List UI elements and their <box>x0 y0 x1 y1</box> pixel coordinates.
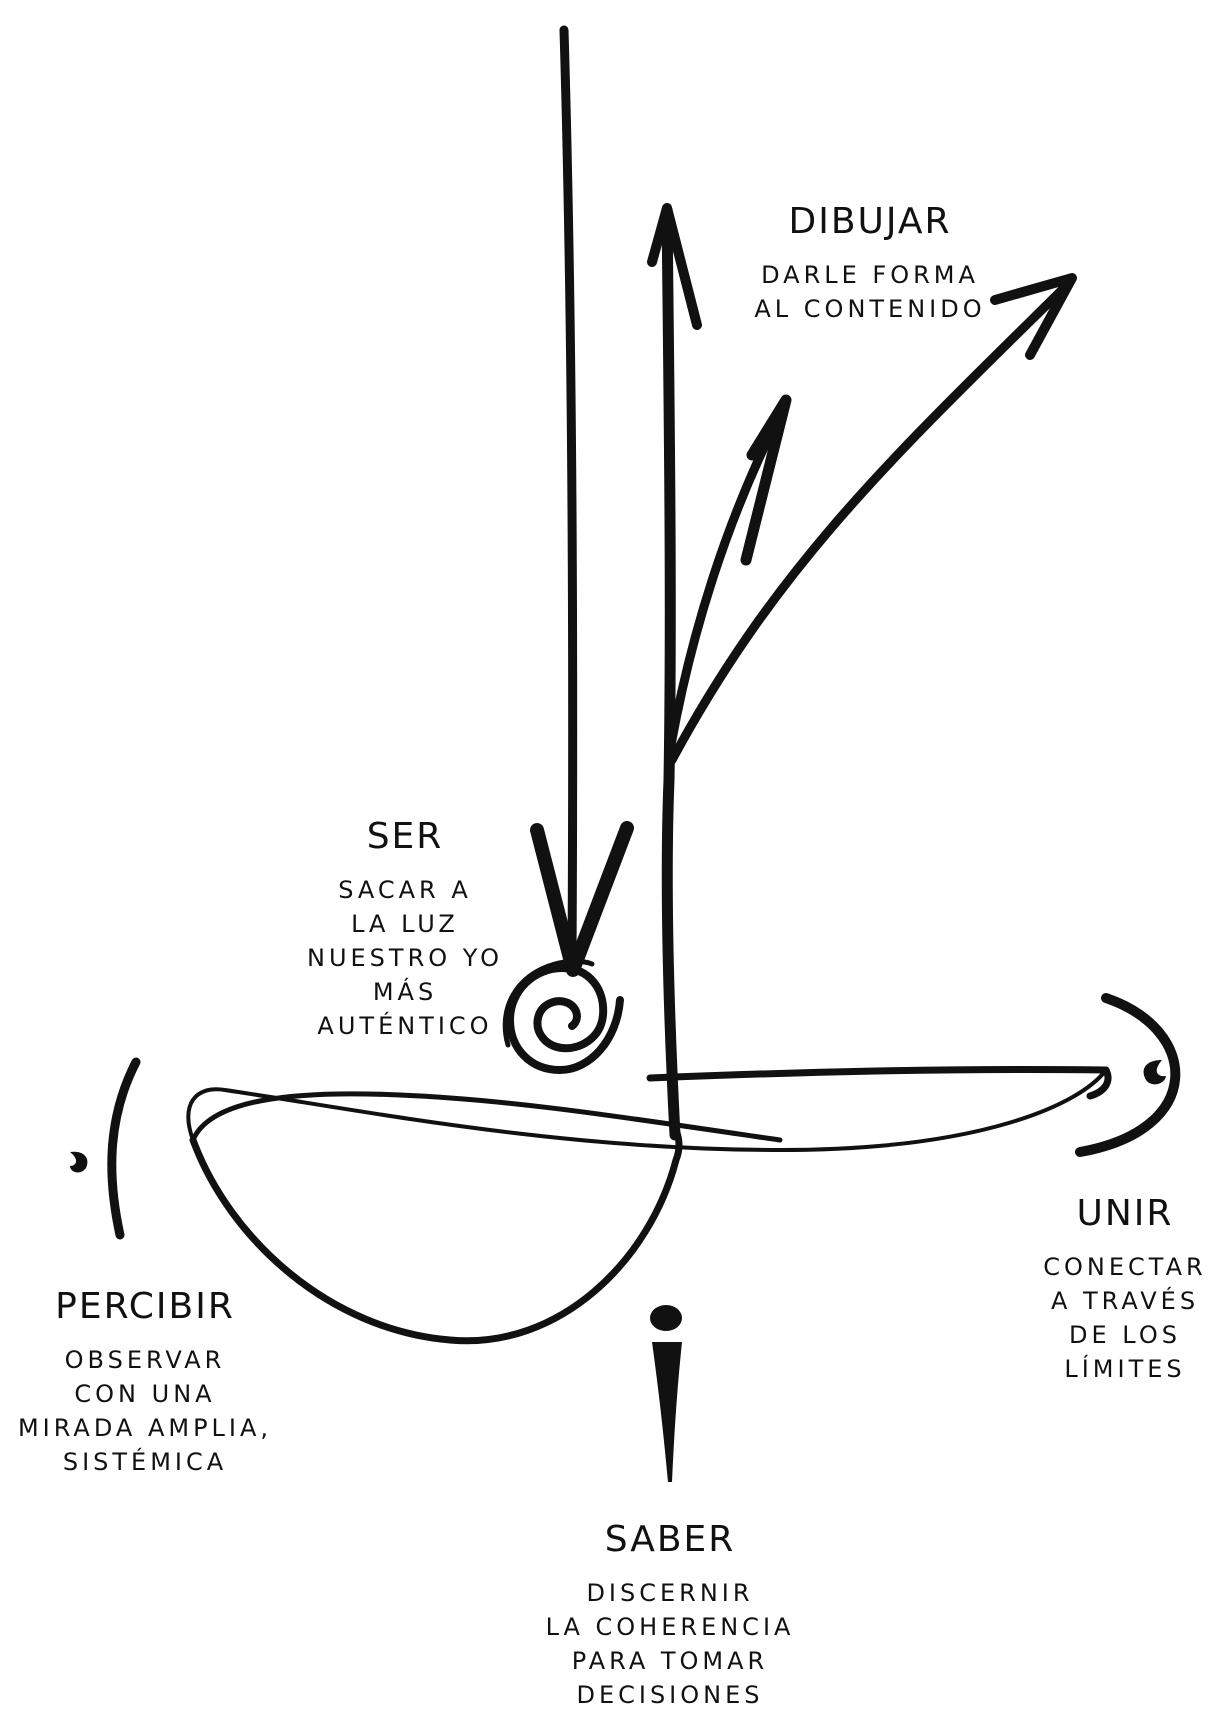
unir-desc: CONECTAR A TRAVÉS DE LOS LÍMITES <box>1043 1253 1207 1383</box>
percibir-dot-icon <box>70 1151 88 1173</box>
dibujar-title: DIBUJAR <box>788 201 952 242</box>
diagonal-branch-shaft <box>667 277 1075 765</box>
percibir-bracket <box>107 1057 141 1240</box>
dibujar-block: DIBUJAR DARLE FORMA AL CONTENIDO <box>720 200 1020 326</box>
ser-desc: SACAR A LA LUZ NUESTRO YO MÁS AUTÉNTICO <box>306 876 503 1040</box>
middle-arrow-head <box>740 394 792 566</box>
unir-title: UNIR <box>1076 1193 1174 1234</box>
unir-block: UNIR CONECTAR A TRAVÉS DE LOS LÍMITES <box>1035 1192 1215 1386</box>
saber-dot-icon <box>650 1305 682 1331</box>
unir-horizontal-line <box>646 1065 1112 1100</box>
percibir-desc: OBSERVAR CON UNA MIRADA AMPLIA, SISTÉMIC… <box>17 1346 273 1476</box>
middle-branch-shaft <box>666 400 790 750</box>
diagonal-arrow-head <box>990 273 1077 360</box>
percibir-block: PERCIBIR OBSERVAR CON UNA MIRADA AMPLIA,… <box>10 1285 280 1479</box>
saber-stroke <box>652 1342 682 1482</box>
unir-bracket <box>1075 993 1181 1157</box>
percibir-title: PERCIBIR <box>55 1286 235 1327</box>
down-arrow-head <box>530 821 634 977</box>
up-arrow-head <box>647 203 702 330</box>
perceive-loop-lower <box>189 1126 683 1345</box>
unir-dot-icon <box>1143 1060 1166 1085</box>
saber-desc: DISCERNIR LA COHERENCIA PARA TOMAR DECIS… <box>545 1579 795 1709</box>
down-arrow-shaft <box>559 25 578 965</box>
perceive-loop-top <box>190 1091 783 1143</box>
ser-spiral <box>506 964 624 1074</box>
upward-stem <box>661 204 681 1141</box>
ser-block: SER SACAR A LA LUZ NUESTRO YO MÁS AUTÉNT… <box>290 815 520 1043</box>
saber-block: SABER DISCERNIR LA COHERENCIA PARA TOMAR… <box>540 1518 800 1712</box>
perceive-loop <box>186 1068 1108 1152</box>
ser-spiral-arc <box>502 958 595 1048</box>
dibujar-desc: DARLE FORMA AL CONTENIDO <box>754 261 986 323</box>
ser-title: SER <box>366 816 444 857</box>
saber-title: SABER <box>604 1519 736 1560</box>
